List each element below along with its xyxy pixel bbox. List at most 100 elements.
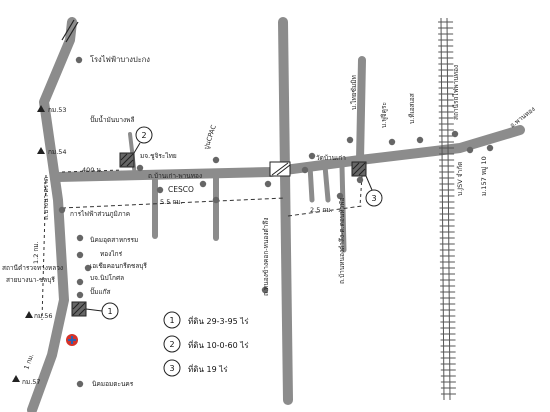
landmark-dot [76,234,84,242]
label-railway-station: สถานีรถไฟพานทอง [452,65,460,120]
label-cesco: CESCO [168,185,194,194]
landmark-dot [136,164,144,172]
landmark-dot [212,196,220,204]
label-chokchai: มจ.ชูจิระไทย [140,152,177,160]
landmark-dot [416,136,424,144]
landmark-dot [76,380,84,388]
legend-item-3: 3 ที่ดิน 19 ไร่ [163,359,228,377]
landmark-dot [156,186,164,194]
legend: 1 ที่ดิน 29-3-95 ไร่ 2 ที่ดิน 10-0-60 ไร… [163,311,249,377]
legend-number: 1 [169,316,174,325]
dashed-distance-line-55 [61,197,286,209]
label-factory-2: บ.ฟูจิคูระ [380,102,388,128]
landmark-dot [261,286,269,294]
landmark-dot [76,291,84,299]
dashed-distance-line-25 [287,205,363,217]
dashed-distance-line-vertical [359,175,363,207]
label-dist-400: 400 ม. [82,166,103,174]
central-vertical-road [278,17,293,405]
landmark-dot [301,166,309,174]
legend-text: ที่ดิน 29-3-95 ไร่ [188,315,249,326]
landmark-dot [212,156,220,164]
branch-road-2 [322,163,331,203]
label-oil-station: ปั๊มน้ำมันบางพลี [90,115,134,124]
label-amata-nakorn: นิคมอมตะนคร [92,380,134,388]
landmark-dot [356,176,364,184]
km-marker-icons [12,105,45,382]
site-number: 1 [107,307,112,316]
legend-item-2: 2 ที่ดิน 10-0-60 ไร่ [163,335,249,353]
label-factory-3: บ.ทีเอสเอส [408,93,416,124]
km-triangle-icon [37,105,45,112]
label-km54: กม.54 [48,148,67,156]
landmark-dot [58,206,66,214]
label-dist-55: 5.5 กม. [160,198,183,206]
label-km56: กม.56 [34,312,53,320]
label-industrial-estate: นิคมอุตสาหกรรม [90,236,138,244]
site-callout-1: 1 [101,302,119,320]
label-pea: การไฟฟ้าส่วนภูมิภาค [70,210,130,218]
label-ban-kao-phanthong-rd: ถ.บ้านเก่า-พานทอง [148,172,202,180]
label-cpac: ปูนCPAC [202,123,218,150]
label-bangna-chonburi: สายบางนา-ชลบุรี [6,276,55,284]
site-marker-3 [351,161,367,177]
site-callout-2: 2 [135,126,153,144]
label-dist-12: 1.2 กม. [32,241,40,264]
north-road-right [356,56,366,164]
site-number: 2 [141,131,146,140]
label-police-station: สถานีตำรวจทางหลวง [2,264,63,272]
branch-road-1 [307,163,315,203]
km-triangle-icon [25,311,33,318]
landmark-dot [264,180,272,188]
landmark-dot [76,278,84,286]
label-wat-ban-kao: วัดบ้านเก่า [316,154,346,162]
site-marker-1 [71,301,87,317]
dashed-distance-line-left [41,174,47,321]
legend-text: ที่ดิน 10-0-60 ไร่ [188,339,249,350]
label-km57: กม.57 [22,378,41,386]
landmark-dot [388,138,396,146]
landmark-dots [58,56,494,388]
landmark-dot [336,192,344,200]
label-factory-1: บ.ไทยซัมมิท [350,75,358,110]
km-triangle-icon [37,147,45,154]
km-triangle-icon [12,375,20,382]
label-bj-nipon: บจ.นิปโกศล [90,274,124,282]
legend-item-1: 1 ที่ดิน 29-3-95 ไร่ [163,311,249,329]
site-marker-2 [119,152,135,168]
label-gas-station: ปั๊มแก๊ส [90,287,111,296]
company-logo-icon [66,334,78,346]
landmark-dot [451,130,459,138]
landmark-dot [486,144,494,152]
label-road-nong-1: ถ.หนองข้างคอก-หนองตำลึง [262,218,270,296]
legend-number: 2 [169,340,174,349]
road-crossing-icon [61,19,79,43]
label-asia-concrete: เอเชียคอนกรีตชลบุรี [90,262,147,270]
label-thong-krai: ทองไกร่ [100,250,123,258]
label-road-nong-2: ถ.บ้านหนองตำลึง-ต.ดอนหัวฬ่อ [338,197,346,284]
landmark-dot [308,152,316,160]
branch-road-3 [339,163,347,253]
label-km157: ม.157 หมู่ 10 [480,156,488,196]
landmark-dot [76,251,84,259]
label-dist-1: 1 กม. [22,352,35,370]
legend-number: 3 [169,364,174,373]
label-dist-25: 2.5 กม. [310,206,333,214]
label-factory-4: บ.JSV จำกัด [456,162,464,196]
landmark-dot [75,56,83,64]
site-number: 3 [371,194,376,203]
landmark-dot [84,264,92,272]
landmark-dot [199,180,207,188]
label-power-plant: โรงไฟฟ้าบางปะกง [90,55,150,64]
site-callout-3: 3 [365,189,383,207]
landmark-dot [466,146,474,154]
landmark-dot [346,136,354,144]
label-bangna-trad: ถ.บางนา-ตราด [42,177,50,220]
railway-track [438,17,456,401]
label-km53: กม.53 [48,106,67,114]
main-highway-road [27,17,77,412]
rail-crossing-icon [269,161,291,177]
dashed-distance-line-400 [61,169,123,173]
legend-text: ที่ดิน 19 ไร่ [188,363,228,374]
